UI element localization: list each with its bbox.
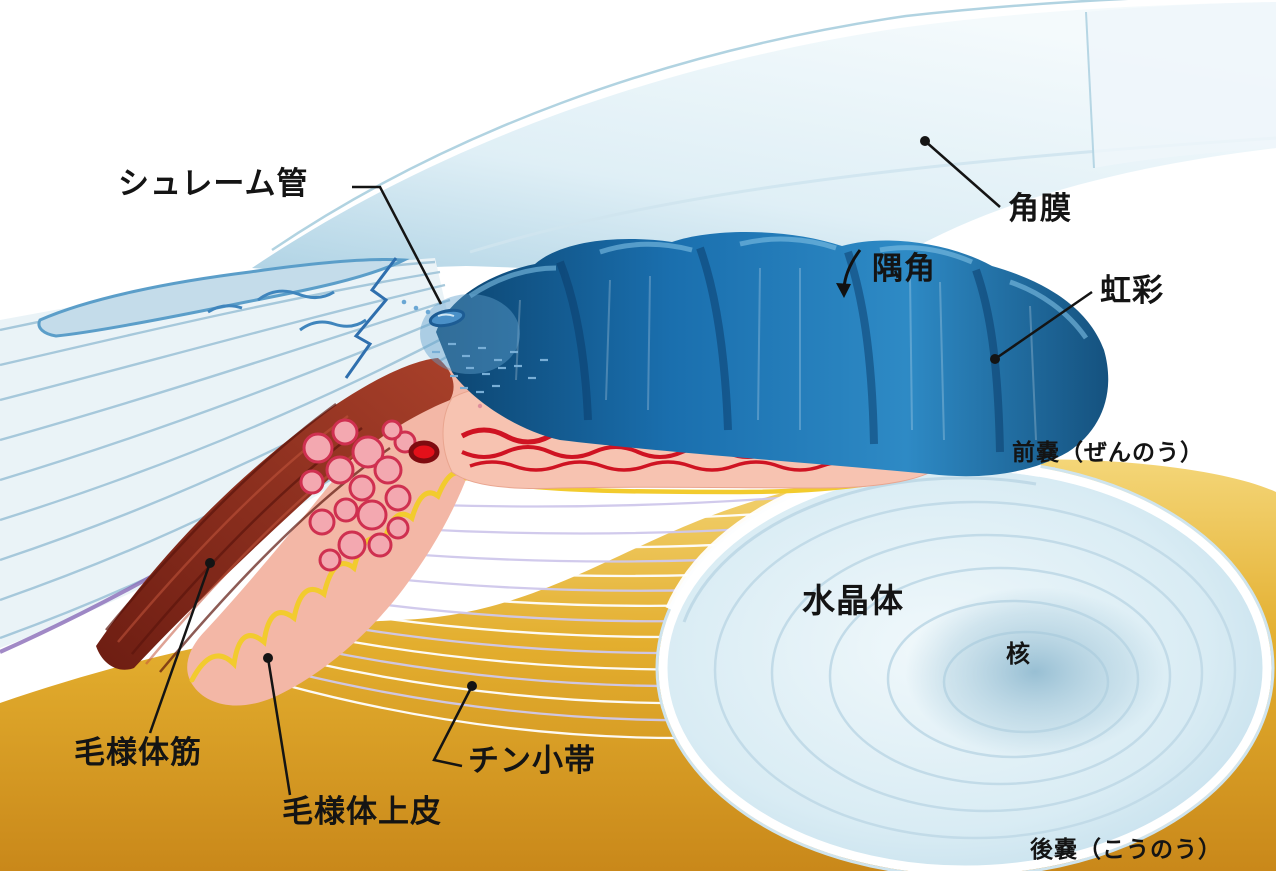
label-lens: 水晶体 xyxy=(802,581,904,620)
conjunctiva-flap xyxy=(37,258,410,338)
leader-dots xyxy=(205,136,1000,691)
label-schlemm-canal: シュレーム管 xyxy=(118,166,309,202)
ciliary-vessels xyxy=(299,418,417,572)
iris-shape xyxy=(420,231,1109,477)
label-ciliary-muscle: 毛様体筋 xyxy=(74,735,202,771)
dot-ciliary-muscle xyxy=(205,558,215,568)
dot-iris xyxy=(990,354,1000,364)
label-angle: 隅角 xyxy=(872,251,936,287)
dot-zonule xyxy=(467,681,477,691)
leader-ciliary-muscle xyxy=(148,562,212,734)
label-ciliary-epithelium: 毛様体上皮 xyxy=(282,794,442,830)
label-cornea: 角膜 xyxy=(1008,191,1072,227)
cornea-shape xyxy=(252,0,1276,294)
cornea-cut-face xyxy=(1086,2,1276,168)
label-posterior-capsule: 後嚢（こうのう） xyxy=(1030,837,1222,863)
label-iris: 虹彩 xyxy=(1100,273,1164,309)
label-zinn-zonule: チン小帯 xyxy=(468,743,596,779)
leader-lines xyxy=(148,140,1093,796)
label-anterior-capsule: 前嚢（ぜんのう） xyxy=(1012,440,1204,466)
canal-dots xyxy=(401,299,431,315)
label-nucleus: 核 xyxy=(1006,640,1031,668)
lens-nucleus xyxy=(905,587,1165,757)
iris-folds xyxy=(556,246,1004,453)
leader-cornea xyxy=(924,140,1001,208)
schlemm-canal-shape xyxy=(428,308,466,328)
collector-vessels xyxy=(207,257,398,379)
lens-shape xyxy=(655,456,1275,871)
trabecular-meshwork xyxy=(432,342,548,394)
angle-arrow xyxy=(836,249,862,298)
leader-schlemm xyxy=(352,185,443,305)
dot-ciliary-epithelium xyxy=(263,653,273,663)
leader-ciliary-epithelium xyxy=(266,657,292,796)
leader-zonule xyxy=(432,685,474,768)
leader-iris xyxy=(994,290,1093,361)
arterial-circle-left xyxy=(408,440,440,464)
dot-cornea xyxy=(920,136,930,146)
